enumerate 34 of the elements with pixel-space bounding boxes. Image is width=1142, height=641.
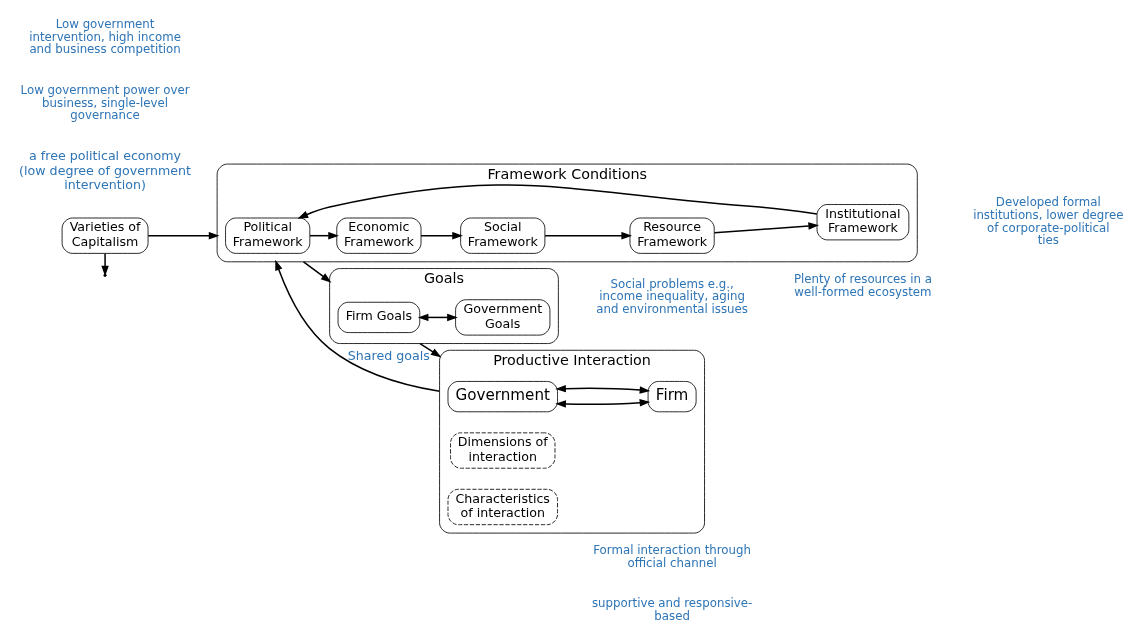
node-box: Government Goals <box>455 298 551 336</box>
node-box: Social Framework <box>460 217 546 254</box>
arrow <box>420 231 463 239</box>
arrow <box>309 231 339 239</box>
label: supportive and responsive-based <box>591 595 753 623</box>
node-box: Economic Framework <box>336 217 422 254</box>
arrow <box>101 252 109 276</box>
label: Social problems e.g., income inequality, aging and environmental issues <box>596 276 748 316</box>
label: Formal interaction through official channel <box>593 542 751 570</box>
arrow <box>544 231 633 239</box>
edge-label: Shared goals <box>347 347 430 363</box>
arrow <box>302 260 332 283</box>
arrow <box>713 221 819 233</box>
node-box: Firm Goals <box>337 301 421 333</box>
arrow <box>555 384 651 394</box>
arrow <box>275 259 441 392</box>
arrow <box>417 313 458 321</box>
node-box: Political Framework <box>225 217 311 254</box>
node-box: Resource Framework <box>629 217 715 254</box>
arrow <box>419 342 442 357</box>
node-box: Firm <box>647 380 697 412</box>
node-box: Government <box>447 380 558 412</box>
label: Low government intervention, high income and business competition <box>29 16 181 56</box>
arrow <box>297 183 818 219</box>
node-label: a free political economy (low degree of government intervention) <box>19 147 192 192</box>
node-box: Characteristics of interaction <box>447 488 558 525</box>
label: Low government power over business, single-level governance <box>20 82 190 122</box>
label: Developed formal institutions, lower degree of corporate-political ties <box>973 194 1124 247</box>
arrow <box>147 231 220 239</box>
label: Plenty of resources in a well-formed ecosystem <box>793 271 932 299</box>
node-box: Institutional Framework <box>816 203 910 240</box>
arrow <box>555 398 651 408</box>
node-box: Varieties of Capitalism <box>61 217 149 254</box>
node-box: Dimensions of interaction <box>450 431 556 469</box>
